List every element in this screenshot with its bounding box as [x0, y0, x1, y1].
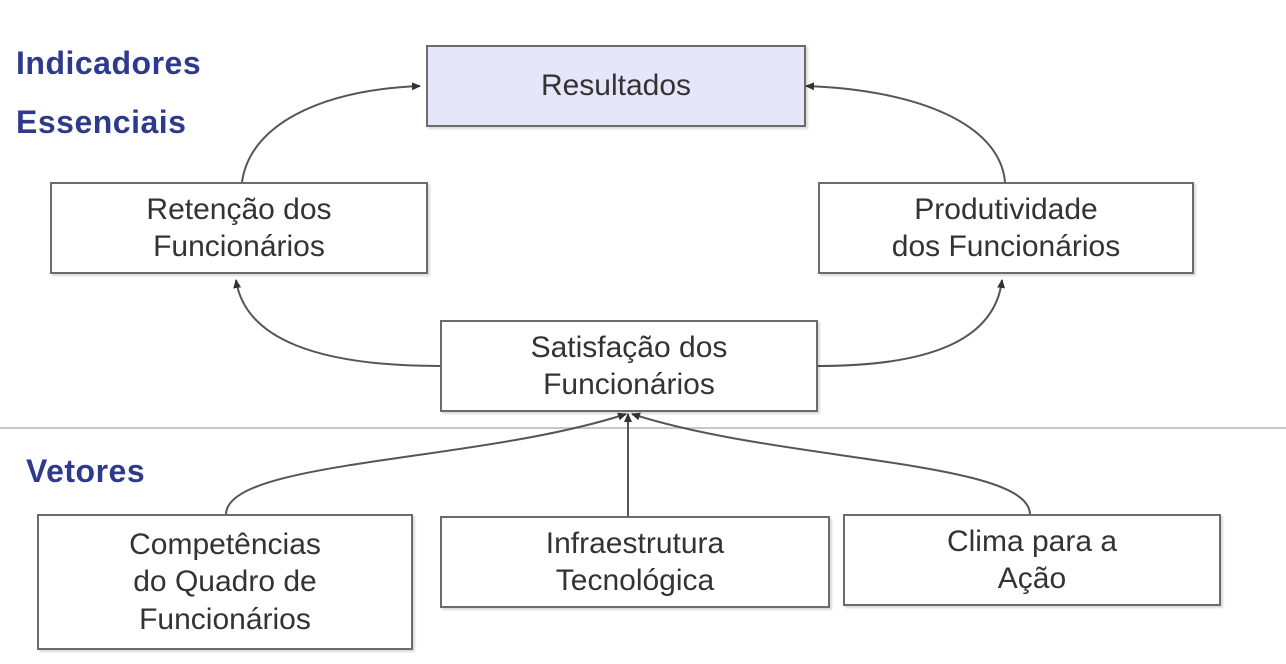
label-indicadores-essenciais: Indicadores Essenciais: [16, 34, 201, 152]
node-resultados: Resultados: [426, 45, 806, 127]
node-produtividade-line2: dos Funcionários: [891, 230, 1121, 263]
arrow-clima-to-satisfacao: [631, 412, 1031, 515]
node-competencias: Competências do Quadro de Funcionários: [37, 514, 413, 650]
arrow-satisfacao-to-retencao: [233, 279, 441, 367]
label-vetores: Vetores: [26, 453, 146, 489]
node-produtividade: Produtividade dos Funcionários: [818, 182, 1194, 274]
node-satisfacao-line2: Funcionários: [543, 368, 715, 401]
node-competencias-line3: Funcionários: [139, 602, 311, 636]
label-indicadores: Indicadores: [16, 45, 202, 81]
node-retencao-line2: Funcionários: [153, 230, 325, 263]
node-infraestrutura-line1: Infraestrutura: [545, 526, 725, 560]
node-competencias-line1: Competências: [129, 527, 321, 561]
arrow-satisfacao-to-produtividade: [817, 279, 1006, 367]
node-retencao: Retenção dos Funcionários: [50, 182, 428, 274]
node-competencias-line2: do Quadro de: [133, 565, 317, 599]
node-retencao-line1: Retenção dos: [146, 192, 332, 226]
arrow-retencao-to-resultados: [241, 82, 421, 183]
node-clima: Clima para a Ação: [843, 514, 1221, 606]
node-infraestrutura: Infraestrutura Tecnológica: [440, 516, 830, 608]
node-satisfacao-line1: Satisfação dos: [530, 330, 728, 364]
arrow-competencias-to-satisfacao: [225, 412, 627, 515]
arrow-produtividade-to-resultados: [805, 82, 1006, 183]
node-satisfacao: Satisfação dos Funcionários: [440, 320, 818, 412]
node-infraestrutura-line2: Tecnológica: [555, 564, 715, 597]
label-essenciais: Essenciais: [16, 104, 187, 141]
node-resultados-text: Resultados: [540, 69, 692, 103]
node-clima-line2: Ação: [997, 562, 1067, 595]
node-clima-line1: Clima para a: [946, 524, 1118, 558]
node-produtividade-line1: Produtividade: [914, 192, 1098, 226]
